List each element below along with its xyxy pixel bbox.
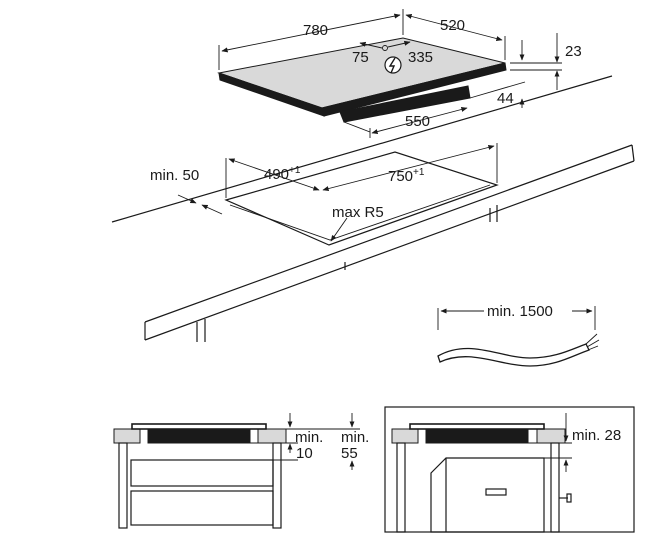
cabinet-side-left [118,442,128,529]
worktop-section-right [257,428,287,444]
power-cable [437,343,590,367]
cabinet-side-right [272,442,282,529]
dim-cutout-width-label: 750+1 [388,167,425,185]
dim-space-label-line1: min. [341,429,369,446]
worktop-front-right [631,144,635,162]
cabinet-side-left [396,442,406,533]
oven-handle [485,488,507,496]
cabinet-side-right [550,442,560,533]
dim-oven-gap-label: min. 28 [572,427,621,444]
cable-entry-point [382,45,388,51]
hob-section-glass [409,423,545,430]
dim-cable-right-label: 335 [408,49,433,66]
worktop-section-right [536,428,566,444]
cable-drawing: min. 1500 [437,303,600,367]
dim-thickness-label: 23 [565,43,582,60]
dim-width-line [221,13,401,53]
dim-depth-label: 520 [440,17,465,34]
dim-height-label: 44 [497,90,514,107]
worktop-front-edge [144,144,633,323]
worktop-drawing: min. 50 490+1 750+1 max R5 [111,75,635,342]
hob-section-housing [147,428,251,444]
worktop-section-left [113,428,141,444]
oven-body [430,457,545,533]
section-drawers: min. 10 min. 55 [113,413,369,529]
dim-bottom-width-line [371,107,468,134]
cabinet-screw-head [566,493,572,503]
dim-cutout-width-line [322,144,495,192]
section-oven: min. 28 [384,406,635,533]
worktop-section-left [391,428,419,444]
hob-glass-edge-right [321,62,507,117]
hob-section-glass [131,423,267,430]
cutout-inner-edge [229,184,491,241]
dim-space-label-line2: 55 [341,445,358,462]
dim-cutout-depth-label: 490+1 [264,165,301,183]
dim-bottom-width-label: 550 [405,113,430,130]
dim-depth-line [405,13,503,42]
corner-radius-arrow [330,217,348,242]
dim-cable-length-label: min. 1500 [487,303,553,320]
ext-line [343,121,371,133]
dim-gap-label-line1: min. [295,429,323,446]
worktop-front-lower-edge [144,160,635,341]
dim-gap-label-line2: 10 [296,445,313,462]
dim-cable-left-label: 75 [352,49,369,66]
cable-wire-ends [585,333,600,351]
dim-cable-right-line [387,40,411,48]
hob-section-housing [425,428,529,444]
dim-min-distance-arrow-top [177,194,197,204]
dim-cable-left-line [359,41,383,49]
dim-cutout-depth-line [228,158,320,191]
dim-min-distance-label: min. 50 [150,167,199,184]
corner-radius-label: max R5 [332,204,384,221]
drawer-top [130,459,274,487]
dim-min-distance-arrow-bottom [201,204,223,215]
dim-width-label: 780 [303,22,328,39]
hob-drawing: 780 520 23 44 550 75 335 [217,9,582,138]
drawer-bottom [130,490,274,526]
ext-line [469,81,526,99]
power-connection-icon [384,56,402,74]
